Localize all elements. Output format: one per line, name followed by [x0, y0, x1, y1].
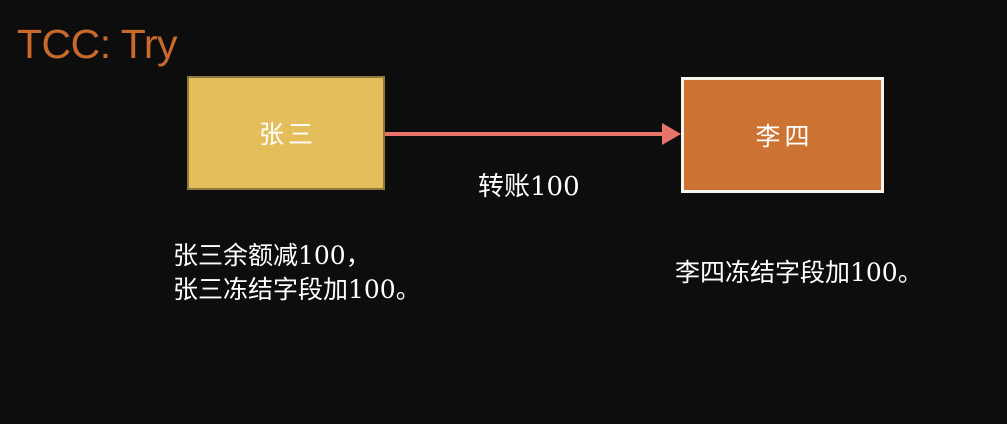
transfer-arrow-line [385, 132, 665, 136]
node-label-zhangsan: 张三 [258, 120, 317, 149]
note-lisi: 李四冻结字段加100。 [675, 256, 923, 290]
transfer-arrow-head-icon [662, 123, 681, 145]
note-lisi-line1: 李四冻结字段加100。 [675, 258, 923, 287]
node-label-lisi: 李四 [755, 122, 814, 151]
slide-title: TCC: Try [17, 21, 177, 67]
note-zhangsan: 张三余额减100， 张三冻结字段加100。 [173, 239, 421, 307]
note-zhangsan-line2: 张三冻结字段加100。 [173, 275, 421, 304]
transfer-amount-label: 转账100 [478, 172, 580, 202]
note-zhangsan-line1: 张三余额减100， [173, 241, 371, 270]
node-box-lisi: 李四 [681, 77, 884, 193]
node-box-zhangsan: 张三 [187, 76, 385, 190]
